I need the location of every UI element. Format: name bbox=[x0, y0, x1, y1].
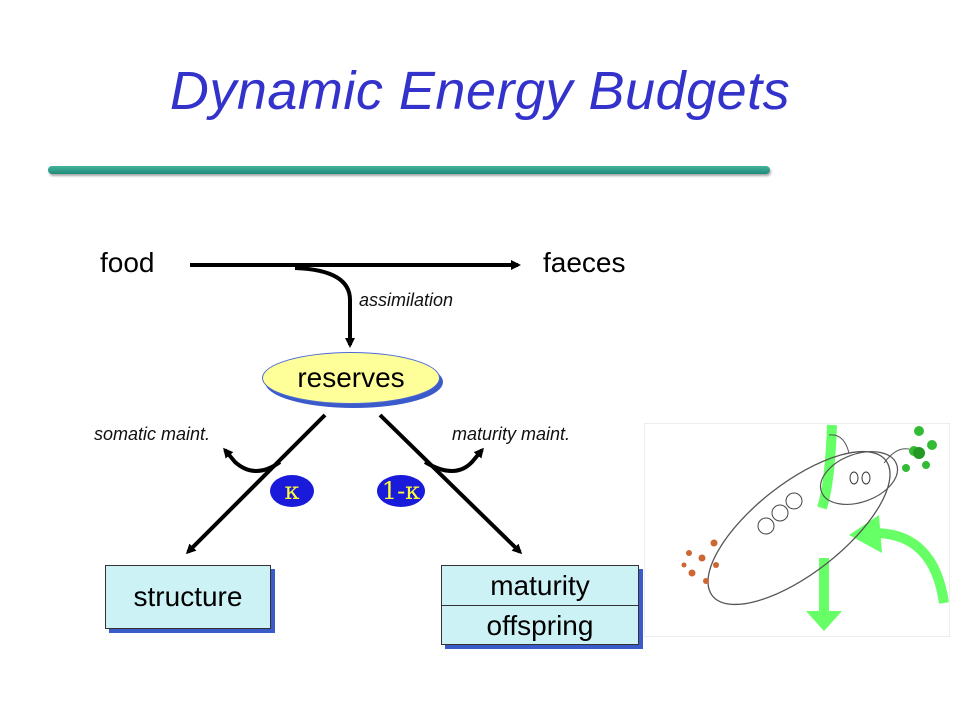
reserves-node: reserves bbox=[262, 352, 440, 404]
maturity-maint-label: maturity maint. bbox=[452, 424, 571, 444]
page-title: Dynamic Energy Budgets bbox=[169, 61, 791, 121]
kappa-badge: κ bbox=[270, 475, 314, 507]
maturity-maint-arrow bbox=[423, 447, 484, 473]
assimilation-arrow bbox=[294, 266, 355, 348]
title-underline bbox=[48, 166, 770, 174]
food-label: food bbox=[100, 247, 155, 278]
structure-box: structure bbox=[105, 565, 271, 629]
somatic-maint-label: somatic maint. bbox=[94, 424, 211, 444]
maturity-label: maturity bbox=[442, 566, 638, 606]
reserves-to-maturity-arrow bbox=[378, 413, 523, 555]
assimilation-label: assimilation bbox=[359, 290, 454, 310]
one-minus-kappa-badge: 1-κ bbox=[377, 475, 425, 507]
offspring-label: offspring bbox=[486, 609, 594, 641]
reserves-to-structure-arrow bbox=[185, 413, 327, 555]
faeces-label: faeces bbox=[543, 247, 626, 278]
somatic-maint-arrow bbox=[223, 447, 282, 473]
maturity-offspring-box: maturity offspring bbox=[441, 565, 639, 645]
organism-illustration bbox=[644, 423, 950, 637]
